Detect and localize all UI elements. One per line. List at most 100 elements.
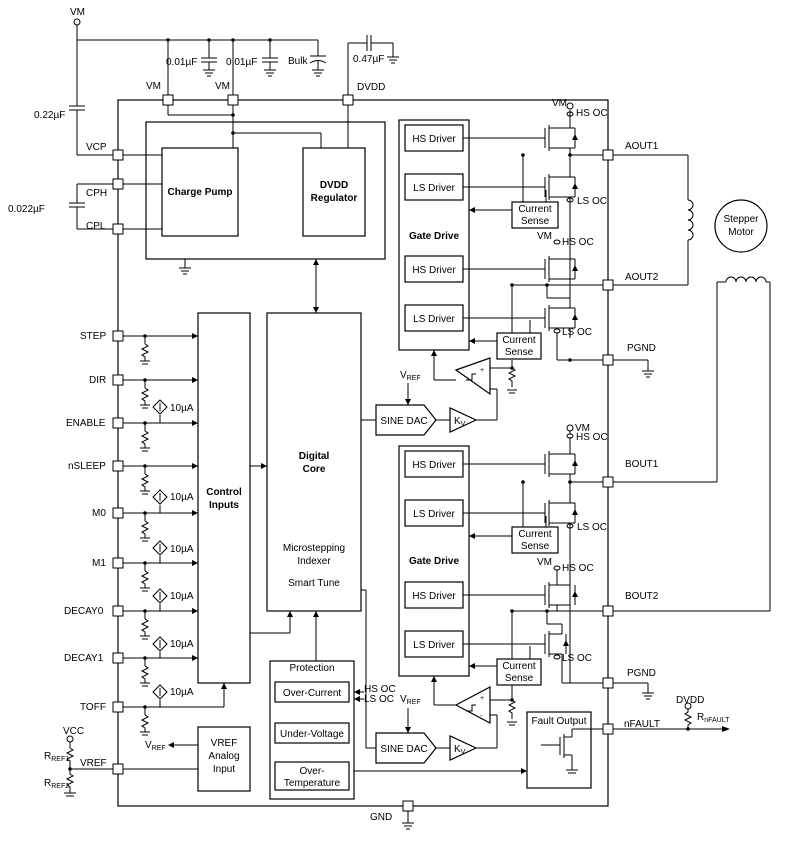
hs-oc-label-a1: HS OC (576, 108, 608, 119)
pin-label-cph: CPH (86, 188, 107, 199)
pin-label-aout1: AOUT1 (625, 141, 659, 152)
cap-label-2: 0.01µF (226, 57, 257, 68)
overtemp-label-2: Temperature (284, 778, 341, 789)
vm-pin-1 (162, 94, 174, 106)
charge-pump-block (161, 147, 239, 237)
digital-core-block (266, 312, 362, 612)
cs-a2-label-2: Sense (505, 347, 534, 358)
hs-oc-label-b1: HS OC (576, 432, 608, 443)
vref-block-label-3: Input (213, 764, 235, 775)
motor-label-1: Stepper (723, 214, 759, 225)
vm-top-label: VM (70, 7, 85, 18)
gate-a-ls2-label: LS Driver (413, 314, 455, 325)
gate-a-hs2-label: HS Driver (412, 265, 456, 276)
pin-label-decay0: DECAY0 (64, 606, 104, 617)
core-label-4: Indexer (297, 556, 331, 567)
flying-cap-label: 0.022µF (8, 204, 45, 215)
cs-b1-label-2: Sense (521, 541, 550, 552)
fault-output-label: Fault Output (531, 716, 586, 727)
ls-oc-label-b2: LS OC (562, 653, 592, 664)
overtemp-label-1: Over- (300, 766, 325, 777)
bulk-label: Bulk (288, 56, 308, 67)
dvdd-regulator-block (302, 147, 366, 237)
dvdd-pin-label: DVDD (357, 82, 385, 93)
dvdd-pullup-label: DVDD (676, 695, 704, 706)
ls-oc-label-b1: LS OC (577, 522, 607, 533)
gate-a-title: Gate Drive (409, 231, 459, 242)
gate-b-ls2-label: LS Driver (413, 640, 455, 651)
core-label-1: Digital (299, 451, 330, 462)
core-label-3: Microstepping (283, 543, 345, 554)
pin-label-nsleep: nSLEEP (68, 461, 106, 472)
control-inputs-block (197, 312, 251, 684)
cmp-b-minus: - (480, 713, 483, 720)
ls-oc-label-a2: LS OC (562, 327, 592, 338)
pin-label-pgnd-a: PGND (627, 343, 656, 354)
pin-label-m1: M1 (92, 558, 106, 569)
current-source-4: 10µA (170, 591, 194, 602)
logic-input-pins: STEP DIR ENABLE 10µA nSLEEP M0 (64, 330, 227, 736)
gate-b-hs1-label: HS Driver (412, 460, 456, 471)
pin-label-m0: M0 (92, 508, 106, 519)
pin-label-decay1: DECAY1 (64, 653, 104, 664)
current-source-6: 10µA (170, 687, 194, 698)
vcp-cap-label: 0.22µF (34, 110, 65, 121)
gate-b-title: Gate Drive (409, 556, 459, 567)
vm-pin-label-1: VM (146, 81, 161, 92)
vref-block-label-1: VREF (211, 738, 238, 749)
vcc-label: VCC (63, 726, 84, 737)
pin-label-vref: VREF (80, 758, 107, 769)
gate-b-ls1-label: LS Driver (413, 509, 455, 520)
vm-b-hs1-label: VM (575, 423, 590, 434)
pin-label-bout1: BOUT1 (625, 459, 659, 470)
vm-pin-label-2: VM (215, 81, 230, 92)
hs-oc-label-b2: HS OC (562, 563, 594, 574)
protection-label: Protection (289, 663, 334, 674)
kv-a-label: KV (454, 416, 466, 428)
dvdd-cap-label: 0.47µF (353, 54, 384, 65)
pin-label-pgnd-b: PGND (627, 668, 656, 679)
kv-b-label: KV (454, 744, 466, 756)
vm-a-hs1-label: VM (552, 98, 567, 109)
cmp-b-plus: + (480, 695, 484, 702)
current-source-5: 10µA (170, 639, 194, 650)
cmp-a-minus: - (480, 385, 483, 392)
overcurrent-block (274, 681, 350, 703)
gate-drive-b: HS Driver LS Driver Gate Drive HS Driver… (375, 423, 608, 764)
overtemperature-block (274, 761, 350, 791)
pin-label-toff: TOFF (80, 702, 106, 713)
undervoltage-block (274, 722, 350, 744)
core-label-2: Core (303, 464, 326, 475)
dvdd-cap: 0.47µF DVDD (347, 35, 399, 95)
vm-pin-2 (227, 94, 239, 106)
current-source-3: 10µA (170, 544, 194, 555)
rnfault-label: RnFAULT (697, 712, 730, 724)
gate-b-hs2-label: HS Driver (412, 591, 456, 602)
vref-section: VCC RREF1 RREF2 VREF VREF Analog Input V… (44, 726, 251, 797)
control-label-1: Control (206, 487, 242, 498)
gate-a-ls1-label: LS Driver (413, 183, 455, 194)
gate-drive-a: HS Driver LS Driver Gate Drive HS Driver… (375, 98, 608, 436)
vref-analog-input-block (197, 726, 251, 792)
vm-a-hs2-label: VM (537, 231, 552, 242)
undervoltage-label: Under-Voltage (280, 729, 344, 740)
rref2-label: RREF2 (44, 778, 69, 790)
pin-label-enable: ENABLE (66, 418, 106, 429)
ls-oc-label-a1: LS OC (577, 196, 607, 207)
dvdd-pin (342, 94, 354, 106)
cs-a1-label-1: Current (518, 204, 552, 215)
cap-label-1: 0.01µF (166, 57, 197, 68)
vm-supply-network: VM 0.01µF 0.01µF Bulk VM VM (70, 7, 327, 95)
gnd-pin: GND (370, 800, 414, 830)
dvdd-reg-label-2: Regulator (311, 193, 358, 204)
hs-oc-input: HS OC (364, 684, 396, 695)
hs-oc-label-a2: HS OC (562, 237, 594, 248)
pin-label-dir: DIR (89, 375, 106, 386)
vm-b-hs2-label: VM (537, 557, 552, 568)
sine-dac-b-label: SINE DAC (380, 744, 427, 755)
pin-label-aout2: AOUT2 (625, 272, 659, 283)
cs-a2-label-1: Current (502, 335, 536, 346)
charge-pump-pins: VCP CPH CPL 0.22µF 0.022µF (8, 40, 162, 235)
vref-b-label: VREF (400, 694, 421, 706)
pin-label-step: STEP (80, 331, 106, 342)
